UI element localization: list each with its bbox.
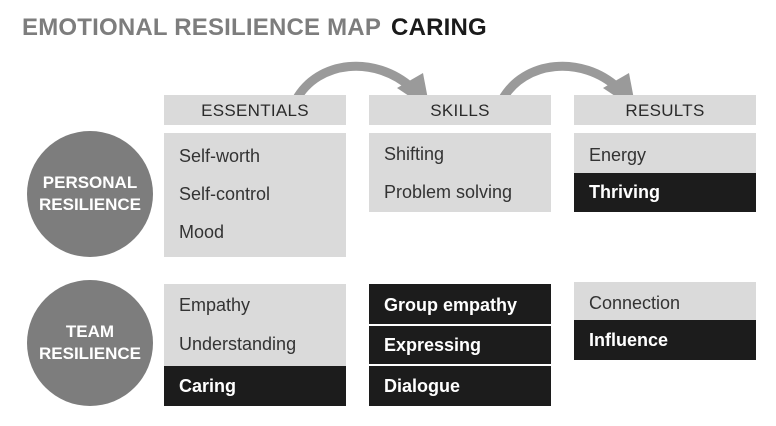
row-label-line: TEAM [65, 322, 115, 341]
row-label-personal-resilience: PERSONAL RESILIENCE [27, 131, 153, 257]
item-dialogue: Dialogue [369, 364, 551, 406]
row-label-line: RESILIENCE [38, 344, 142, 363]
item-self-control: Self-control [164, 175, 346, 213]
item-expressing: Expressing [369, 324, 551, 364]
item-influence: Influence [574, 320, 756, 360]
row-label-line: PERSONAL [42, 173, 138, 192]
item-mood: Mood [164, 213, 346, 251]
page-title: EMOTIONAL RESILIENCE MAP CARING [22, 14, 487, 42]
item-energy: Energy [574, 133, 756, 173]
column-header-skills: SKILLS [369, 95, 551, 125]
row-label-team-resilience: TEAM RESILIENCE [27, 280, 153, 406]
column-header-results: RESULTS [574, 95, 756, 125]
column-header-essentials: ESSENTIALS [164, 95, 346, 125]
item-self-worth: Self-worth [164, 137, 346, 175]
item-understanding: Understanding [164, 324, 346, 366]
title-main: EMOTIONAL RESILIENCE MAP [22, 14, 382, 41]
cell-team-results: Connection Influence [574, 282, 756, 360]
cell-personal-skills: Shifting Problem solving [369, 133, 551, 212]
title-accent: CARING [391, 14, 487, 41]
cell-team-essentials: Empathy Understanding Caring [164, 284, 346, 406]
row-label-line: RESILIENCE [38, 195, 142, 214]
item-caring: Caring [164, 366, 346, 406]
item-empathy: Empathy [164, 284, 346, 324]
item-shifting: Shifting [369, 135, 551, 173]
item-problem-solving: Problem solving [369, 173, 551, 211]
item-thriving: Thriving [574, 173, 756, 212]
item-group-empathy: Group empathy [369, 284, 551, 324]
item-connection: Connection [574, 282, 756, 320]
cell-personal-essentials: Self-worth Self-control Mood [164, 133, 346, 257]
cell-team-skills: Group empathy Expressing Dialogue [369, 284, 551, 406]
cell-personal-results: Energy Thriving [574, 133, 756, 212]
